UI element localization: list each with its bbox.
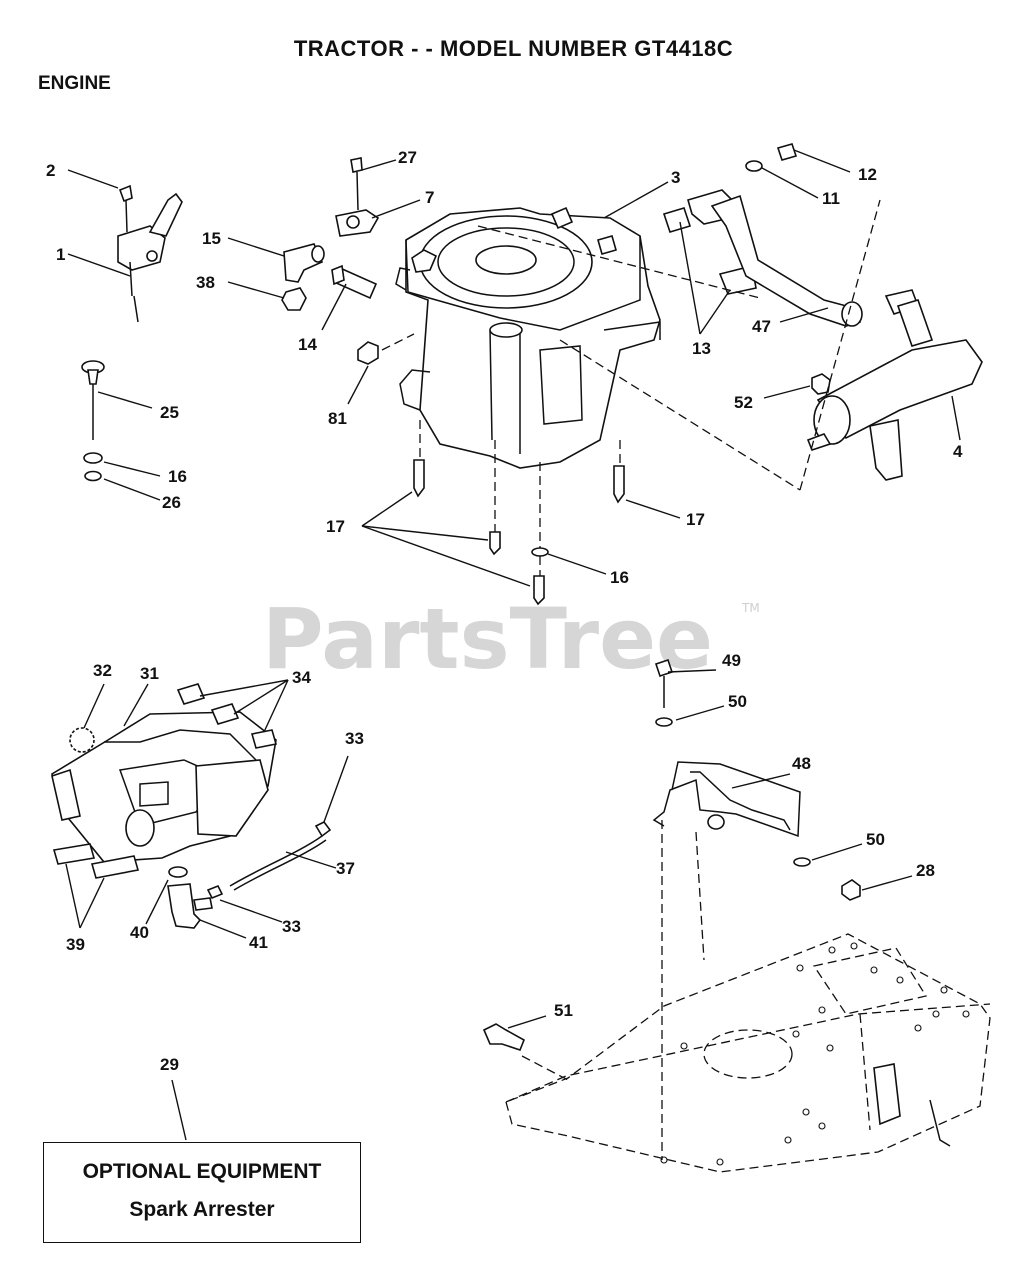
watermark: PartsTree	[262, 590, 713, 688]
air-cleaner-assembly	[51, 683, 332, 929]
callout-41: 41	[249, 933, 268, 952]
callout-15: 15	[202, 229, 221, 248]
callout-33-top: 33	[345, 729, 364, 748]
callout-16-engine: 16	[610, 568, 629, 587]
throttle-control	[117, 184, 183, 323]
callout-3: 3	[671, 168, 680, 187]
callout-17-left: 17	[326, 517, 345, 536]
callout-48: 48	[792, 754, 811, 773]
callout-29: 29	[160, 1055, 179, 1074]
callout-12: 12	[858, 165, 877, 184]
callout-13: 13	[692, 339, 711, 358]
callout-31: 31	[140, 664, 159, 683]
engine-bolts	[413, 420, 625, 606]
callout-14: 14	[298, 335, 317, 354]
callout-37: 37	[336, 859, 355, 878]
watermark-tm: TM	[741, 601, 760, 615]
elbow-fitting	[281, 243, 378, 311]
callout-26: 26	[162, 493, 181, 512]
callout-50-top: 50	[728, 692, 747, 711]
callout-labels: 2 1 25 16 26 27 7 15 38 14 81 3 12 11 47…	[46, 148, 963, 1074]
callout-51: 51	[554, 1001, 573, 1020]
engine	[395, 206, 661, 469]
callout-27: 27	[398, 148, 417, 167]
callout-11: 11	[822, 189, 840, 208]
callout-1: 1	[56, 245, 65, 264]
callout-34: 34	[292, 668, 311, 687]
callout-32: 32	[93, 661, 112, 680]
callout-50-bottom: 50	[866, 830, 885, 849]
callout-28: 28	[916, 861, 935, 880]
muffler	[806, 339, 983, 481]
callout-52: 52	[734, 393, 753, 412]
callout-40: 40	[130, 923, 149, 942]
exhaust-pipes	[662, 143, 934, 347]
mounting-bracket	[652, 658, 861, 901]
callout-17-right: 17	[686, 510, 705, 529]
callout-25: 25	[160, 403, 179, 422]
section-title: ENGINE	[38, 73, 111, 94]
optional-equipment-item: Spark Arrester	[129, 1198, 275, 1221]
callout-7: 7	[425, 188, 434, 207]
callout-4: 4	[953, 442, 963, 461]
choke-cable	[81, 360, 105, 482]
tractor-frame	[482, 820, 991, 1173]
callout-39: 39	[66, 935, 85, 954]
cable-clamp	[335, 157, 380, 237]
callout-38: 38	[196, 273, 215, 292]
callout-81: 81	[328, 409, 347, 428]
optional-equipment-box: OPTIONAL EQUIPMENT Spark Arrester	[43, 1142, 361, 1243]
page-title: TRACTOR - - MODEL NUMBER GT4418C	[293, 36, 734, 61]
callout-49: 49	[722, 651, 741, 670]
optional-equipment-heading: OPTIONAL EQUIPMENT	[82, 1160, 322, 1183]
callout-33-bottom: 33	[282, 917, 301, 936]
callout-47: 47	[752, 317, 771, 336]
callout-16: 16	[168, 467, 187, 486]
nut-81	[357, 341, 379, 365]
callout-2: 2	[46, 161, 55, 180]
